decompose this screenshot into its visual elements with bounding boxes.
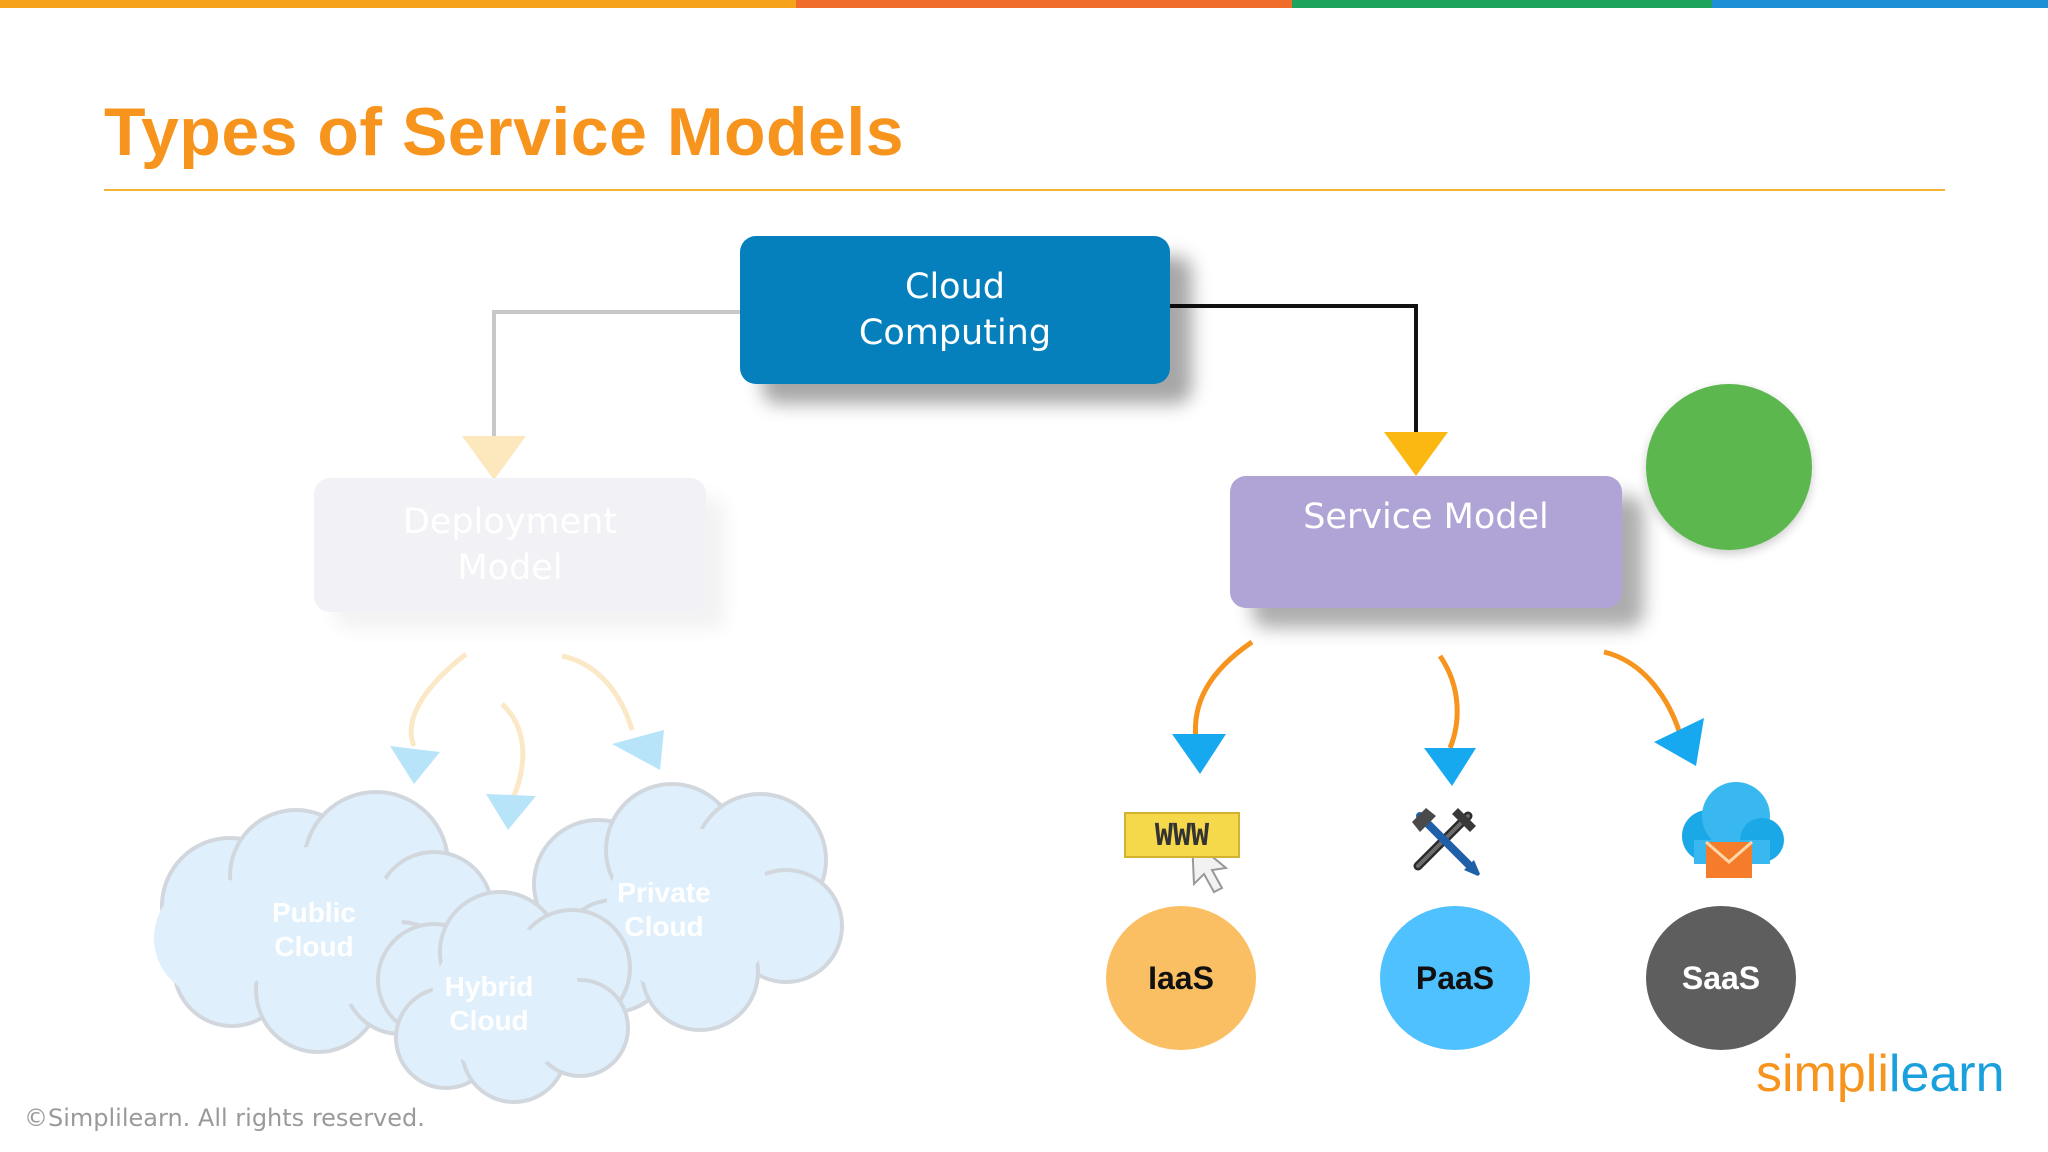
copyright-text: ©Simplilearn. All rights reserved.	[24, 1104, 425, 1132]
public-cloud-line1: Public	[271, 897, 356, 928]
logo-part1: simpl	[1756, 1045, 1878, 1103]
connector-to-service	[1170, 304, 1418, 436]
curve-to-paas	[1437, 654, 1460, 749]
arrow-to-service	[1384, 432, 1448, 476]
curve-to-saas	[1603, 649, 1683, 735]
public-cloud-line2: Cloud	[274, 931, 354, 962]
arrow-to-saas	[1654, 718, 1704, 766]
checkmark-badge	[1646, 384, 1812, 550]
paas-label: PaaS	[1415, 959, 1495, 996]
arrow-to-deployment	[462, 436, 526, 480]
deployment-model-line1: Deployment	[402, 502, 618, 542]
www-text: WWW	[1154, 817, 1210, 853]
iaas-label: IaaS	[1148, 959, 1214, 996]
hybrid-cloud-label: Hybrid Cloud	[434, 970, 544, 1038]
service-model-label: Service Model	[1303, 497, 1549, 537]
iaas-circle: IaaS	[1106, 906, 1256, 1050]
hybrid-cloud-line2: Cloud	[449, 1005, 529, 1036]
private-cloud-line1: Private	[617, 877, 711, 908]
arrow-to-paas	[1424, 748, 1476, 786]
curve-to-iaas	[1192, 639, 1254, 741]
top-bar-segment-blue	[1712, 0, 2048, 8]
paas-circle: PaaS	[1380, 906, 1530, 1050]
saas-label: SaaS	[1681, 959, 1761, 996]
deployment-model-line2: Model	[457, 548, 563, 588]
cloud-computing-line1: Cloud	[905, 267, 1005, 307]
cloud-computing-line2: Computing	[858, 313, 1052, 353]
simplilearn-logo: simplilearn	[1756, 1044, 2005, 1104]
public-cloud-label: Public Cloud	[262, 896, 366, 964]
curve-to-public	[408, 652, 468, 747]
private-cloud-label: Private Cloud	[606, 876, 722, 944]
arrow-to-hybrid	[486, 794, 536, 830]
cloud-computing-node: Cloud Computing	[740, 236, 1170, 384]
hybrid-cloud-line1: Hybrid	[444, 971, 534, 1002]
service-arrows	[1172, 639, 1704, 786]
deployment-model-node: Deployment Model	[314, 478, 706, 612]
curve-to-private	[561, 653, 635, 731]
curve-to-hybrid	[500, 702, 526, 802]
logo-part3: learn	[1888, 1045, 2005, 1103]
saas-circle: SaaS	[1646, 906, 1796, 1050]
connector-to-deployment	[492, 310, 740, 440]
deployment-clouds	[154, 782, 844, 1104]
top-bar-segment-orange	[0, 0, 796, 8]
top-bar-segment-green	[1292, 0, 1712, 8]
www-browser-icon: WWW	[1124, 812, 1240, 858]
arrow-to-iaas	[1172, 734, 1226, 774]
arrow-to-private	[612, 730, 664, 770]
arrow-to-public	[390, 746, 440, 784]
tools-icon	[1412, 808, 1480, 876]
logo-part2: i	[1877, 1045, 1889, 1103]
service-model-node: Service Model	[1230, 476, 1622, 608]
title-underline	[104, 189, 1945, 191]
deployment-arrows	[390, 652, 664, 830]
cloud-mail-icon	[1682, 782, 1784, 878]
top-color-bar	[0, 0, 2048, 8]
slide-title: Types of Service Models	[104, 94, 905, 170]
top-bar-segment-red	[796, 0, 1292, 8]
private-cloud-line2: Cloud	[624, 911, 704, 942]
